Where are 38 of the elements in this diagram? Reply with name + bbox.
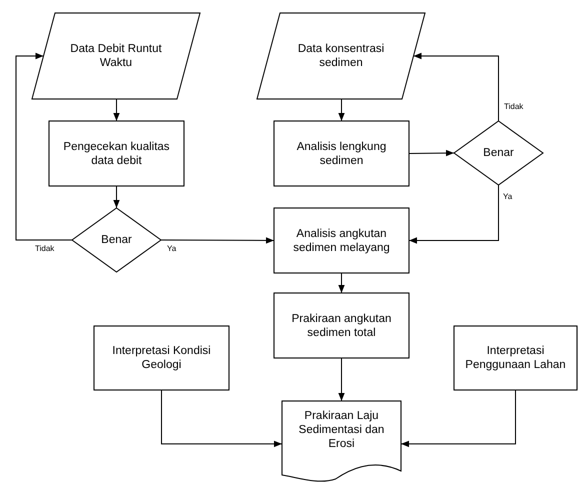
process-box — [49, 121, 184, 186]
arrow — [400, 390, 516, 448]
node-text: Analisis angkutan sedimen melayang — [292, 226, 391, 254]
node-text: Data Debit Runtut Waktu — [69, 42, 163, 70]
edge-label: Tidak — [34, 244, 56, 253]
node-text: Benar — [482, 146, 515, 160]
arrow — [113, 98, 120, 122]
process-box — [454, 326, 577, 390]
arrow — [113, 186, 120, 208]
arrow — [160, 237, 274, 244]
node-text: Data konsentrasi sedimen — [296, 42, 386, 70]
node-text: Analisis lengkung sedimen — [296, 140, 388, 168]
process-box — [94, 326, 229, 390]
node-text: Prakiraan Laju Sedimentasi dan Erosi — [298, 409, 386, 451]
process-box — [274, 121, 409, 186]
arrow — [413, 52, 499, 122]
arrow — [338, 98, 345, 122]
node-text: Interpretasi Penggunaan Lahan — [464, 344, 567, 372]
arrow — [338, 358, 345, 402]
node-text: Benar — [100, 233, 133, 247]
edge-label: Ya — [502, 192, 514, 201]
document-shape — [282, 401, 401, 479]
arrow — [338, 272, 345, 294]
edge-label: Ya — [166, 244, 178, 253]
node-text: Interpretasi Kondisi Geologi — [111, 344, 212, 372]
node-text: Prakiraan angkutan sedimen total — [290, 312, 392, 340]
data-parallelogram — [257, 13, 425, 99]
process-box — [274, 208, 409, 273]
arrow — [408, 184, 499, 244]
node-text: Pengecekan kualitas data debit — [62, 140, 171, 168]
edge-label: Tidak — [503, 102, 524, 111]
arrow — [161, 390, 282, 448]
decision-diamond — [454, 121, 543, 185]
arrow — [408, 150, 454, 156]
arrow — [16, 52, 72, 240]
data-parallelogram — [32, 13, 200, 99]
decision-diamond — [72, 208, 161, 272]
process-box — [274, 293, 409, 358]
